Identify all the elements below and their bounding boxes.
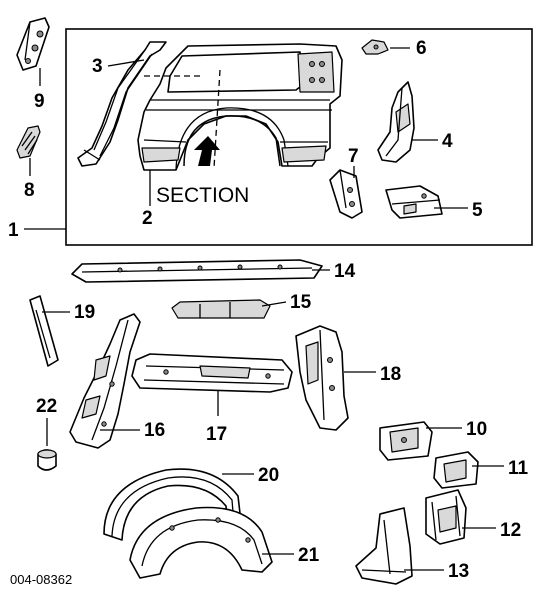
section-label: SECTION <box>156 184 249 207</box>
callout-17: 17 <box>206 424 227 445</box>
callout-9: 9 <box>34 91 45 112</box>
callout-18: 18 <box>380 364 401 385</box>
callout-16: 16 <box>144 420 165 441</box>
part-5-bracket <box>385 185 443 219</box>
part-15-bracket <box>171 299 271 319</box>
callout-21: 21 <box>298 545 320 566</box>
part-7-bracket <box>329 169 363 219</box>
part-8-bracket <box>16 125 41 159</box>
part-18-bracket <box>295 325 349 431</box>
callout-4: 4 <box>442 131 453 152</box>
part-2-quarter-panel <box>137 43 343 171</box>
callout-7: 7 <box>348 146 359 167</box>
callout-14: 14 <box>334 261 356 282</box>
part-11-bracket <box>433 451 479 489</box>
part-4-bracket <box>377 81 415 163</box>
part-10-bracket <box>379 421 433 461</box>
callout-13: 13 <box>448 561 469 582</box>
callout-8: 8 <box>24 180 35 201</box>
callout-2: 2 <box>142 208 153 229</box>
callout-20: 20 <box>258 465 279 486</box>
callout-5: 5 <box>472 200 483 221</box>
callout-19: 19 <box>74 302 95 323</box>
diagram-code: 004-08362 <box>10 572 72 587</box>
callout-12: 12 <box>500 520 521 541</box>
part-17-floor <box>131 353 293 393</box>
part-19-strip <box>29 295 59 367</box>
assembly-box <box>65 28 533 246</box>
part-16-pillar <box>69 313 141 449</box>
part-14-rail <box>71 259 323 283</box>
callout-1: 1 <box>8 220 19 241</box>
part-13-piece <box>355 507 413 585</box>
callout-15: 15 <box>290 292 312 313</box>
callout-22: 22 <box>36 396 57 417</box>
part-6-clip <box>361 39 389 55</box>
callout-11: 11 <box>508 458 529 479</box>
part-21-wheelhouse <box>129 506 273 579</box>
leader-lines <box>24 47 504 571</box>
callout-3: 3 <box>92 56 103 77</box>
callout-6: 6 <box>416 38 427 59</box>
part-9-bracket <box>16 17 50 71</box>
part-22-plug <box>37 449 57 471</box>
part-12-housing <box>425 489 467 545</box>
callout-10: 10 <box>466 419 487 440</box>
part-3-pillar <box>77 41 167 167</box>
